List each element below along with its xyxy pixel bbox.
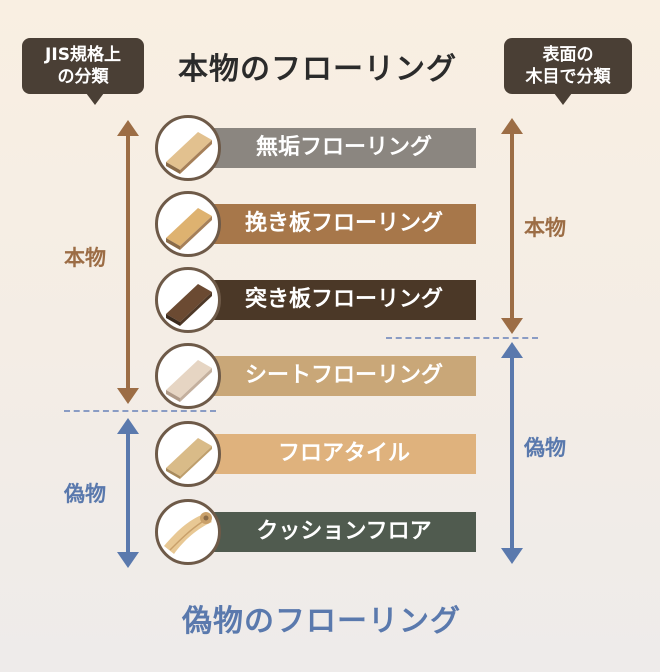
right-divider	[386, 337, 538, 339]
sawn-veneer-board-icon	[155, 191, 221, 257]
title-genuine-flooring: 本物のフローリング	[178, 52, 457, 87]
sliced-veneer-board-icon	[155, 267, 221, 333]
right-fake-arrow	[501, 342, 523, 564]
bar-solid-wood-flooring: 無垢フローリング	[186, 128, 476, 168]
bubble-surface-grain-classification: 表面の 木目で分類	[504, 38, 632, 105]
bar-sawn-veneer-flooring: 挽き板フローリング	[186, 204, 476, 244]
right-genuine-label: 本物	[524, 216, 566, 240]
bubble-jis-classification: JIS規格上 の分類	[22, 38, 144, 105]
bar-cushion-floor: クッションフロア	[186, 512, 476, 552]
bubble-left-tail	[86, 93, 104, 105]
bubble-left-line2: の分類	[57, 67, 109, 87]
right-fake-label: 偽物	[524, 436, 566, 460]
left-genuine-label: 本物	[64, 246, 106, 270]
title-fake-flooring: 偽物のフローリング	[182, 604, 461, 639]
bar-floor-tile: フロアタイル	[186, 434, 476, 474]
left-fake-arrow	[117, 418, 139, 568]
solid-wood-board-icon	[155, 115, 221, 181]
bubble-right-line1: 表面の	[542, 45, 594, 65]
bubble-right-line2: 木目で分類	[525, 67, 611, 87]
bar-sliced-veneer-flooring: 突き板フローリング	[186, 280, 476, 320]
bubble-left-line1: JIS規格上	[45, 45, 121, 65]
floor-tile-icon	[155, 421, 221, 487]
left-divider	[64, 410, 216, 412]
sheet-board-icon	[155, 343, 221, 409]
bubble-right-tail	[554, 93, 572, 105]
left-fake-label: 偽物	[64, 482, 106, 506]
left-genuine-arrow	[117, 120, 139, 404]
cushion-floor-roll-icon	[155, 499, 221, 565]
right-genuine-arrow	[501, 118, 523, 334]
bar-sheet-flooring: シートフローリング	[186, 356, 476, 396]
